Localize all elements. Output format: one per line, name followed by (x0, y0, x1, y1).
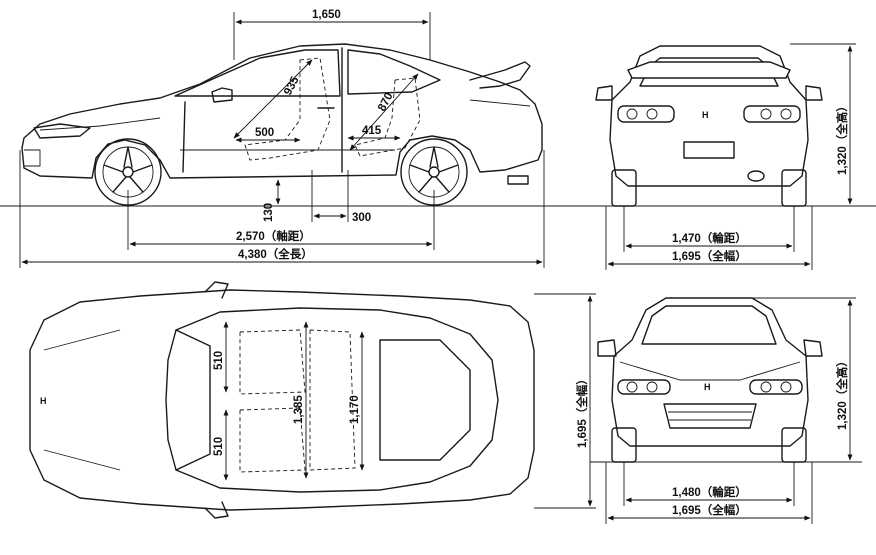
headlamp (33, 123, 91, 139)
top-rear-glass (379, 339, 471, 461)
rear-spoiler-wing (627, 61, 791, 79)
dim-rear-cabin-width: 1,385 (293, 395, 305, 424)
svg-text:H: H (40, 396, 47, 406)
rear-view: H 1,320（全高） 1,470（輪距） 1,695（全幅） (595, 43, 856, 270)
dim-overall-length: 4,380（全長） (238, 247, 313, 261)
front-mirror-right (803, 339, 823, 357)
headlight-left (617, 379, 671, 395)
dim-front-seat-width: 510 (213, 437, 225, 456)
hood-crease (39, 117, 161, 131)
side-window-rear (347, 49, 441, 95)
front-grille (663, 403, 757, 429)
front-mirror-left (597, 339, 617, 357)
dim-front-cabin-width: 1,170 (349, 395, 361, 424)
dim-rear-overall-width: 1,695（全幅） (672, 249, 747, 263)
dim-rear-track: 1,470（輪距） (672, 231, 747, 245)
dim-seat-offset: 300 (352, 212, 371, 224)
rear-body-outline (609, 45, 809, 187)
dim-cabin-length: 1,650 (312, 9, 341, 21)
rear-mirror-right (805, 85, 823, 101)
dim-top-overall-width: 1,695（全幅） (575, 373, 589, 448)
door-front-edge (182, 101, 186, 173)
top-mirror-lower (204, 501, 229, 519)
front-tire-left (611, 427, 637, 463)
top-body-outline (29, 289, 535, 511)
front-seat-outline (244, 57, 331, 161)
rear-exhaust (747, 170, 765, 182)
dim-front-overall-width: 1,695（全幅） (672, 503, 747, 517)
dim-wheelbase: 2,570（軸距） (236, 229, 311, 243)
svg-text:H: H (704, 382, 711, 392)
side-mirror (211, 87, 233, 103)
dim-rear-seat-width: 510 (213, 351, 225, 370)
dim-front-overall-height: 1,320（全高） (835, 355, 849, 430)
side-view: 1,650 935 870 500 415 130 300 2,570（軸距） … (0, 9, 876, 268)
front-bumper-vent (24, 149, 41, 167)
rear-plate (683, 141, 735, 159)
dim-front-track: 1,480（輪距） (672, 485, 747, 499)
side-body-outline (21, 43, 543, 179)
top-hood-lines (43, 329, 121, 471)
taillight-left (617, 105, 675, 123)
taillight-right (743, 105, 801, 123)
top-seat-upper (239, 329, 306, 395)
front-body-outline (611, 297, 809, 447)
svg-text:H: H (702, 110, 709, 120)
top-windshield-line (175, 329, 211, 471)
top-rear-bench (309, 329, 356, 471)
dim-rear-headroom: 935 (282, 74, 302, 97)
headlight-right (749, 379, 803, 395)
dim-front-legroom: 415 (362, 125, 382, 137)
rear-seat-outline (354, 77, 421, 157)
top-view: H 510 510 1,385 1,170 1,695（全幅） (29, 281, 596, 519)
top-mirror-upper (204, 281, 229, 299)
side-window-front (174, 49, 341, 97)
exhaust-tip (507, 175, 529, 185)
dim-rear-overall-height: 1,320（全高） (835, 100, 849, 175)
front-windshield (641, 305, 777, 345)
rear-spoiler (469, 61, 531, 89)
dim-ground-clearance: 130 (263, 203, 275, 222)
top-cabin-roof (165, 307, 499, 493)
rear-mirror-left (595, 85, 613, 101)
rear-light-line (469, 99, 531, 107)
front-view: H 1,320（全高） 1,480（輪距） 1,695（全幅） (590, 297, 862, 524)
front-hood-line (619, 361, 801, 381)
dim-rear-legroom: 500 (255, 127, 274, 139)
